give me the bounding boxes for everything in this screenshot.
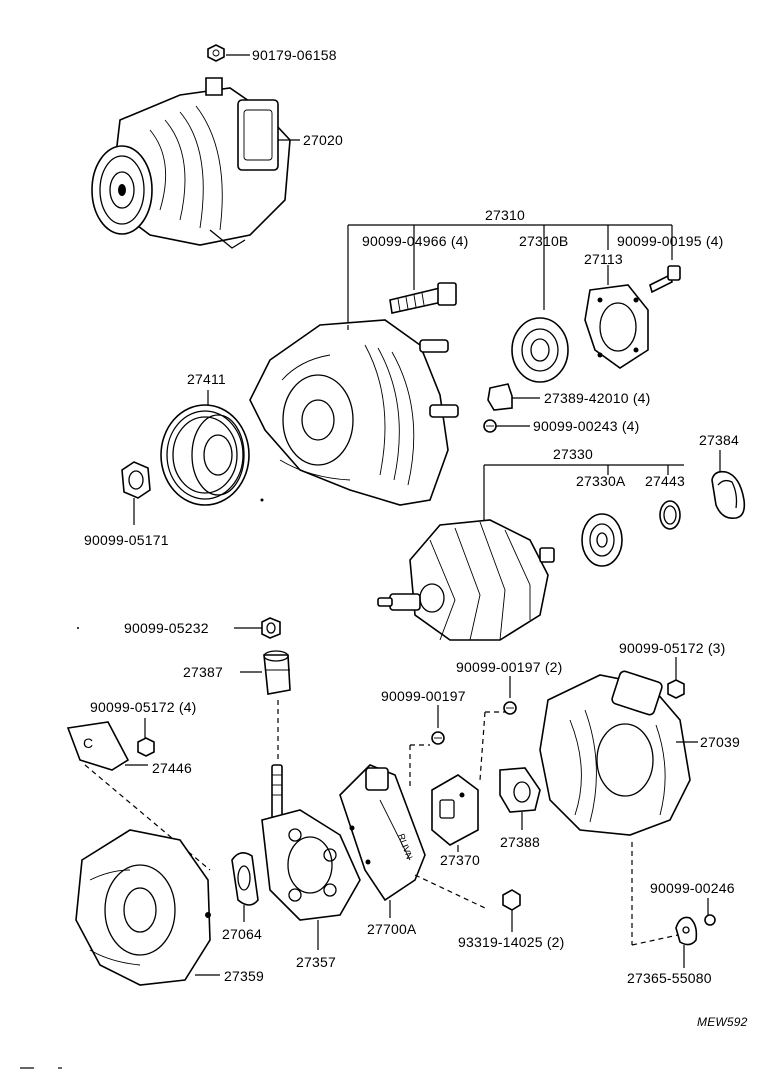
bearing-27310B: [511, 317, 569, 383]
label-27365-55080: 27365-55080: [627, 970, 712, 986]
insulator-27365-55080: [675, 916, 698, 968]
label-27700A: 27700A: [367, 921, 417, 937]
bolt-90099-04966: [389, 282, 457, 314]
label-90099-00195: 90099-00195 (4): [617, 233, 724, 249]
label-90099-04966: 90099-04966 (4): [362, 233, 469, 249]
drive-end-frame: [249, 319, 459, 506]
terminal-cap-27387: [240, 650, 291, 760]
regulator-27700A: RLIVN: [339, 744, 486, 918]
plate-27113: [584, 284, 649, 369]
label-27370: 27370: [440, 852, 480, 868]
label-90179-06158: 90179-06158: [252, 47, 337, 63]
label-90099-00243: 90099-00243 (4): [533, 418, 640, 434]
screw-90099-00243: [483, 419, 530, 433]
label-90099-00246: 90099-00246: [650, 880, 735, 896]
label-27020: 27020: [303, 132, 343, 148]
label-90099-00197-2: 90099-00197 (2): [456, 659, 563, 675]
pulley-27411: [160, 390, 250, 506]
label-93319-14025: 93319-14025 (2): [458, 934, 565, 950]
cover-27388: [499, 767, 541, 830]
screw-90099-00197: [431, 705, 445, 745]
label-27389-42010: 27389-42010 (4): [544, 390, 651, 406]
insulator-27389: [487, 383, 540, 411]
bolt-90099-00195: [649, 265, 681, 294]
gasket-27064: [231, 852, 259, 922]
label-27039: 27039: [700, 734, 740, 750]
label-27357: 27357: [296, 954, 336, 970]
label-27330A: 27330A: [576, 473, 626, 489]
bracket-27310: [347, 224, 673, 325]
ring-27443: [659, 500, 681, 530]
svg-text:C: C: [83, 735, 93, 751]
label-27387: 27387: [183, 664, 223, 680]
label-90099-05172-4: 90099-05172 (4): [90, 699, 197, 715]
screw-90099-00246: [704, 898, 716, 926]
label-27384: 27384: [699, 432, 739, 448]
label-27359: 27359: [224, 968, 264, 984]
label-90099-00197: 90099-00197: [381, 688, 466, 704]
label-27330: 27330: [553, 446, 593, 462]
nut-90179-06158: [207, 44, 250, 62]
label-27446: 27446: [152, 760, 192, 776]
nut-90099-05232: [234, 617, 281, 639]
rectifier-27357: [261, 764, 361, 950]
label-90099-05171: 90099-05171: [84, 532, 169, 548]
bearing-27330A: [581, 513, 623, 567]
label-90099-05172-3: 90099-05172 (3): [619, 640, 726, 656]
label-27310B: 27310B: [519, 233, 569, 249]
rectifier-end-frame-27359: [75, 829, 220, 986]
screw-90099-00197-2: [479, 676, 517, 781]
drawing-code: MEW592: [697, 1015, 748, 1029]
rear-cover-27039: [539, 670, 698, 946]
cover-27384: [711, 450, 746, 520]
label-27443: 27443: [645, 473, 685, 489]
alternator-assembly-27020: [91, 77, 300, 249]
label-90099-05232: 90099-05232: [124, 620, 209, 636]
nut-93319-14025: [502, 889, 521, 932]
nut-90099-05171: [121, 461, 151, 525]
nut-90099-05172-4: [137, 718, 155, 757]
label-27411: 27411: [187, 371, 226, 387]
label-27310: 27310: [485, 207, 525, 223]
label-27064: 27064: [222, 926, 262, 942]
rotor-27330: [377, 464, 684, 641]
nut-90099-05172-3: [667, 657, 685, 699]
label-27388: 27388: [500, 834, 540, 850]
brush-holder-27370: [431, 774, 479, 852]
label-27113: 27113: [584, 251, 623, 267]
